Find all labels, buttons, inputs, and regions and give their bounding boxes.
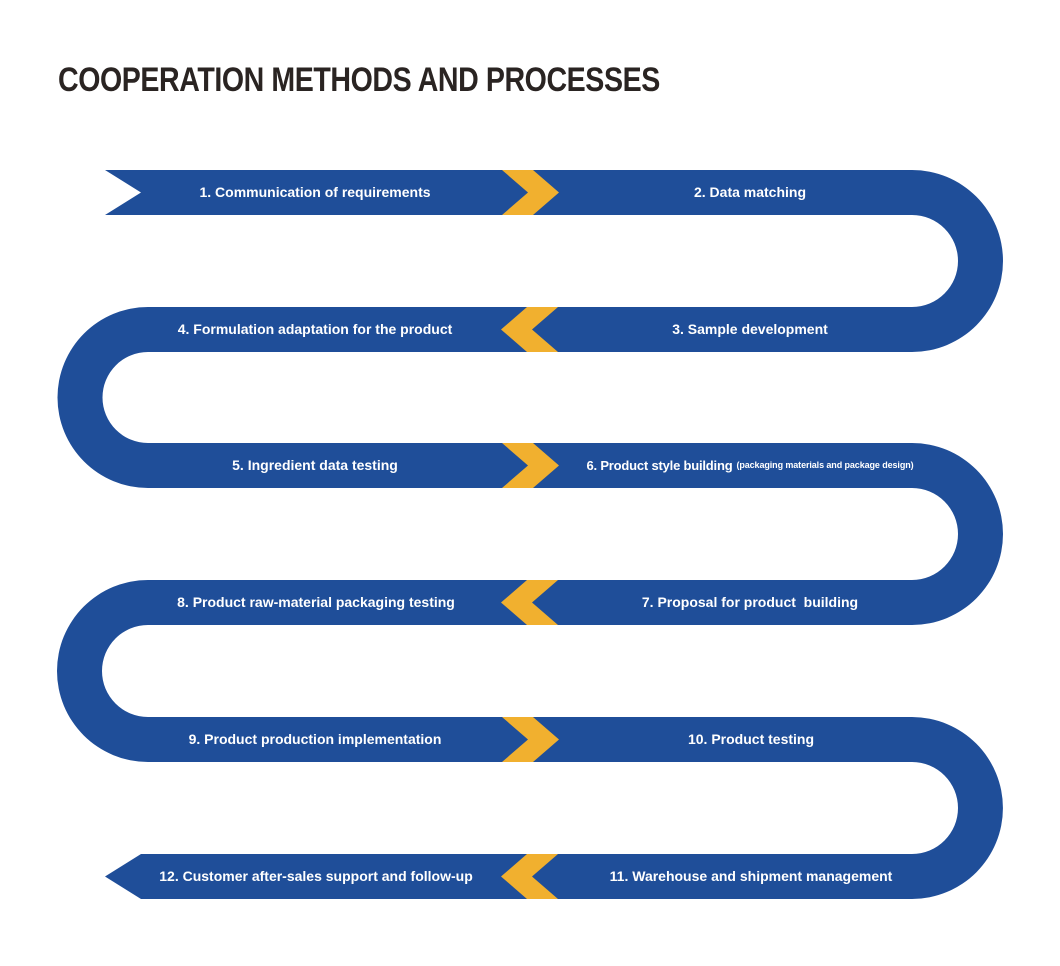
step-3-label: 3. Sample development — [672, 321, 828, 337]
step-7-label: 7. Proposal for product building — [641, 594, 859, 610]
step-1-label: 1. Communication of requirements — [199, 184, 431, 200]
step-12-label: 12. Customer after-sales support and fol… — [159, 868, 473, 884]
step-11-label: 11. Warehouse and shipment management — [609, 868, 893, 884]
chevron-right-icon-3 — [502, 717, 559, 762]
step-10-label: 10. Product testing — [687, 731, 815, 747]
ribbon-turn-left-1 — [57, 307, 149, 488]
chevron-arrows — [501, 170, 559, 899]
ribbon-turn-right-3 — [912, 717, 1003, 899]
step-4-label: 4. Formulation adaptation for the produc… — [177, 321, 453, 337]
page-title: COOPERATION METHODS AND PROCESSES — [58, 61, 660, 99]
ribbon-row-1 — [105, 170, 912, 215]
ribbon-turn-right-2 — [912, 443, 1003, 625]
chevron-right-icon-2 — [502, 443, 559, 488]
chevron-left-icon-1 — [501, 307, 558, 352]
step-8-label: 8. Product raw-material packaging testin… — [177, 594, 455, 610]
step-5-label: 5. Ingredient data testing — [232, 457, 398, 473]
ribbon-turn-right-1 — [912, 170, 1003, 352]
ribbon-turn-left-2 — [57, 580, 148, 762]
ribbon-path — [57, 170, 1003, 899]
chevron-left-icon-2 — [501, 580, 558, 625]
chevron-right-icon-1 — [502, 170, 559, 215]
chevron-left-icon-3 — [501, 854, 558, 899]
step-6-note: (packaging materials and package design) — [736, 460, 914, 470]
step-6-label: 6. Product style building (packaging mat… — [586, 443, 913, 488]
step-9-label: 9. Product production implementation — [188, 731, 442, 747]
step-2-label: 2. Data matching — [693, 184, 807, 200]
step-6-main-text: 6. Product style building — [586, 458, 733, 473]
